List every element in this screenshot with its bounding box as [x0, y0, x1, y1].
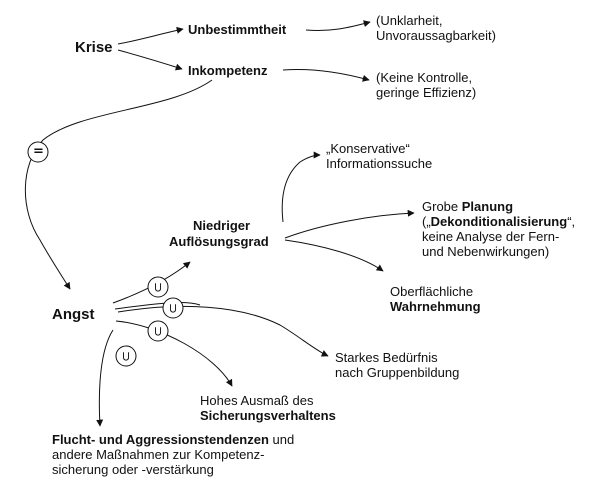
node-sicherung-2: Sicherungsverhaltens	[200, 408, 336, 423]
subset-circle-4	[115, 345, 137, 367]
arrow-krise-inkompetenz	[117, 49, 183, 71]
node-sicherung-1: Hohes Ausmaß des	[200, 393, 314, 408]
node-planung-2: („Dekonditionalisierung“,	[422, 214, 576, 229]
arrow-inkompetenz-note	[282, 69, 370, 82]
node-unbestimmtheit: Unbestimmtheit	[188, 22, 287, 37]
node-aufloesung-1: Niedriger	[193, 218, 251, 233]
note-unbestimmtheit-1: (Unklarheit,	[376, 13, 443, 28]
node-inkompetenz: Inkompetenz	[188, 63, 268, 78]
node-konservativ-1: „Konservative“	[326, 141, 410, 156]
node-flucht-3: sicherung oder -verstärkung	[52, 462, 214, 477]
arrow-angst-sicherung	[114, 302, 201, 310]
node-wahrnehmung-1: Oberflächliche	[390, 284, 474, 299]
node-angst: Angst	[52, 306, 95, 323]
node-aufloesung-2: Auflösungsgrad	[169, 234, 269, 249]
node-planung-3: keine Analyse der Fern-	[422, 229, 560, 244]
node-wahrnehmung-2: Wahrnehmung	[390, 299, 481, 314]
arrow-angst-flucht	[96, 329, 114, 427]
arrow-aufloesung-wahrnehmung	[284, 239, 384, 272]
subset-symbol-2: ⊃	[164, 303, 180, 314]
node-planung-4: und Nebenwirkungen)	[422, 244, 550, 259]
node-konservativ-2: Informationssuche	[326, 156, 433, 171]
equals-circle	[27, 141, 49, 163]
arrow-unbestimmtheit-note	[305, 20, 371, 31]
subset-circle-1	[147, 276, 169, 298]
node-krise: Krise	[75, 39, 113, 56]
node-gruppenbildung-2: nach Gruppenbildung	[335, 365, 460, 380]
note-inkompetenz-2: geringe Effizienz)	[376, 85, 477, 100]
arrow-angst-sicherungsverhalten	[115, 320, 233, 387]
node-gruppenbildung-1: Starkes Bedürfnis	[335, 350, 438, 365]
subset-circle-3	[147, 320, 169, 342]
subset-symbol-3: ⊃	[149, 326, 165, 337]
arrow-krise-unbestimmtheit	[117, 26, 184, 45]
note-inkompetenz-1: (Keine Kontrolle,	[376, 70, 473, 85]
note-unbestimmtheit-2: Unvoraussagbarkeit)	[376, 28, 496, 43]
node-flucht-1: Flucht- und Aggressionstendenzen und	[52, 432, 295, 447]
subset-symbol-1: ⊃	[149, 282, 165, 293]
subset-circle-2	[162, 297, 184, 319]
arrow-aufloesung-planung	[284, 209, 415, 239]
arrow-inkompetenz-angst	[24, 79, 213, 290]
equals-symbol: =	[33, 144, 44, 159]
node-planung-1: Grobe Planung	[422, 199, 514, 214]
arrow-aufloesung-konservativ	[281, 151, 321, 223]
subset-symbol-4: ⊃	[117, 351, 133, 362]
node-flucht-2: andere Maßnahmen zur Kompetenz-	[52, 447, 265, 462]
